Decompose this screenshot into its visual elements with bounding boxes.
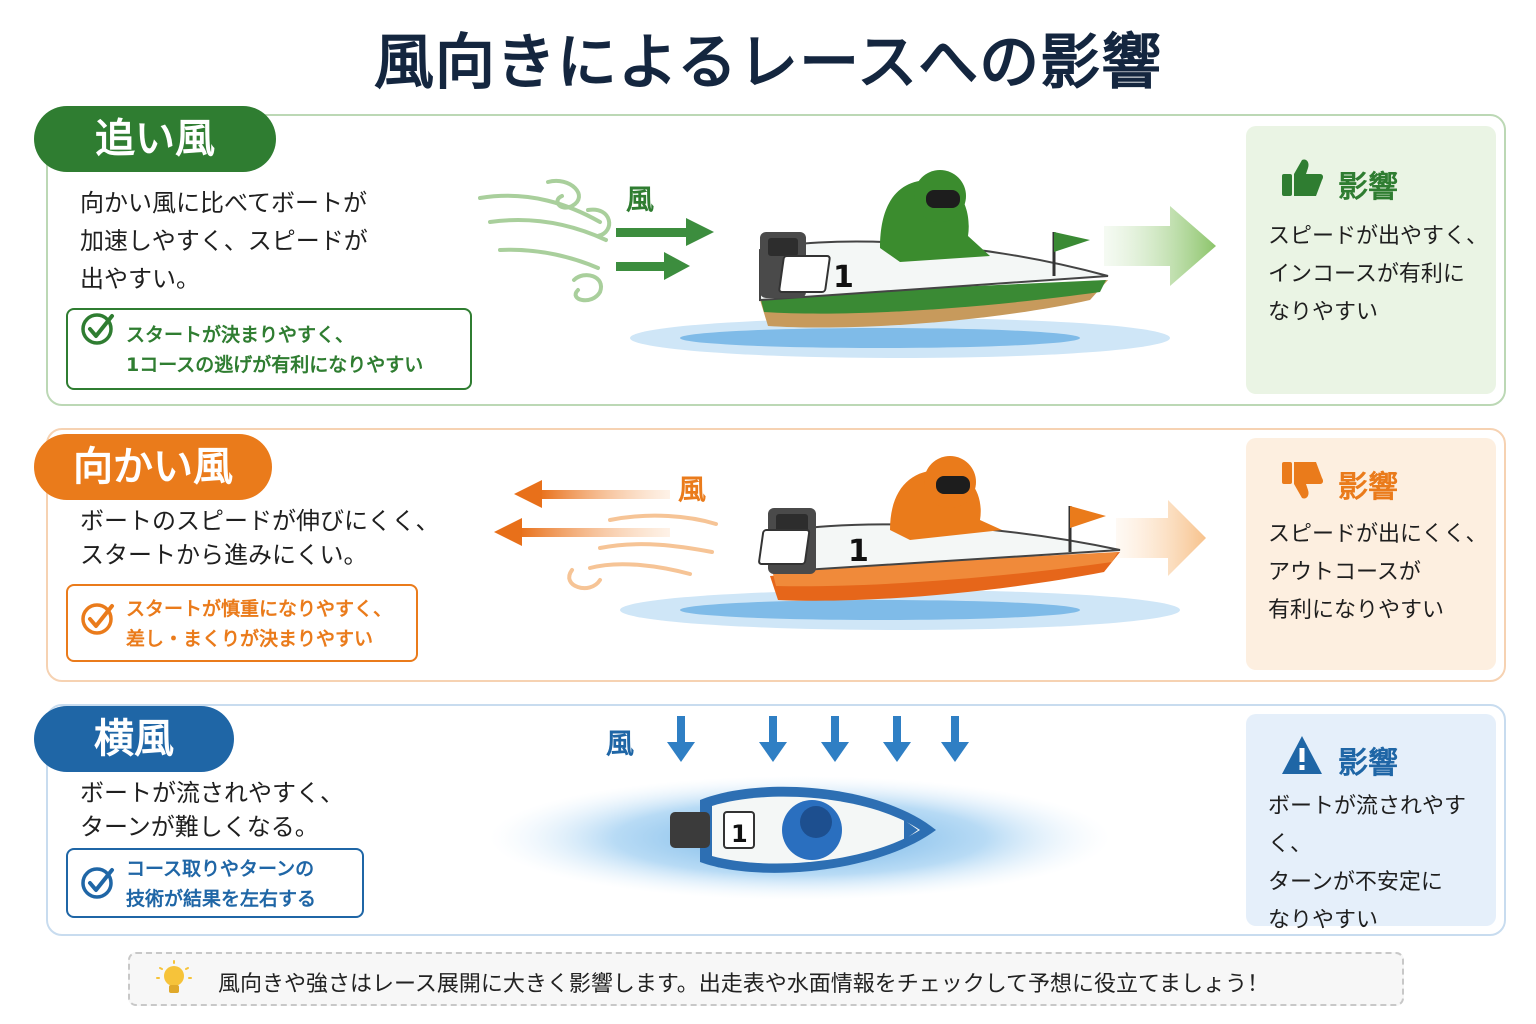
tailwind-effect-text: スピードが出やすく、 インコースが有利に なりやすい xyxy=(1268,224,1489,325)
tailwind-description: 向かい風に比べてボートが 加速しやすく、スピードが 出やすい。 xyxy=(80,189,368,293)
crosswind-description: ボートが流されやすく、 ターンが難しくなる。 xyxy=(80,779,344,841)
tip-text: 風向きや強さはレース展開に大きく影響します。出走表や水面情報をチェックして予想に… xyxy=(218,972,1269,997)
tailwind-check-box: スタートが決まりやすく、 1コースの逃げが有利になりやすい xyxy=(66,308,472,390)
headwind-check-text: スタートが慎重になりやすく、 差し・まくりが決まりやすい xyxy=(126,598,393,650)
headwind-tag: 向かい風 xyxy=(34,434,272,500)
crosswind-wind-label: 風 xyxy=(606,727,635,760)
tip-bar: 風向きや強さはレース展開に大きく影響します。出走表や水面情報をチェックして予想に… xyxy=(128,952,1404,1006)
warning-icon xyxy=(1282,736,1322,774)
check-circle-icon xyxy=(81,867,114,899)
crosswind-effect-text: ボートが流されやすく、 ターンが不安定に なりやすい xyxy=(1268,794,1467,933)
headwind-effect-panel: 影響 スピードが出にくく、 アウトコースが 有利になりやすい xyxy=(1246,438,1496,670)
crosswind-tag: 横風 xyxy=(34,706,234,772)
headwind-check-box: スタートが慎重になりやすく、 差し・まくりが決まりやすい xyxy=(66,584,418,662)
tailwind-check-text: スタートが決まりやすく、 1コースの逃げが有利になりやすい xyxy=(126,324,424,376)
section-tailwind xyxy=(46,114,1506,406)
check-circle-icon xyxy=(81,313,114,345)
crosswind-check-text: コース取りやターンの 技術が結果を左右する xyxy=(126,858,317,910)
check-circle-icon xyxy=(81,603,114,635)
tailwind-tag: 追い風 xyxy=(34,106,276,172)
section-headwind xyxy=(46,428,1506,682)
thumbs-up-icon xyxy=(1282,159,1324,196)
section-crosswind xyxy=(46,704,1506,936)
headwind-effect-title: 影響 xyxy=(1338,470,1398,505)
lightbulb-icon xyxy=(156,960,192,993)
page-title: 風向きによるレースへの影響 xyxy=(373,28,1163,98)
crosswind-effect-panel: 影響 ボートが流されやすく、 ターンが不安定に なりやすい xyxy=(1246,714,1496,933)
headwind-wind-label: 風 xyxy=(678,473,707,506)
crosswind-check-box: コース取りやターンの 技術が結果を左右する xyxy=(66,848,364,918)
headwind-effect-text: スピードが出にくく、 アウトコースが 有利になりやすい xyxy=(1268,522,1488,623)
thumbs-down-icon xyxy=(1282,462,1324,499)
tailwind-effect-panel: 影響 スピードが出やすく、 インコースが有利に なりやすい xyxy=(1246,126,1496,394)
tailwind-effect-title: 影響 xyxy=(1338,170,1398,205)
tailwind-wind-label: 風 xyxy=(626,183,655,216)
crosswind-effect-title: 影響 xyxy=(1338,746,1398,781)
headwind-description: ボートのスピードが伸びにくく、 スタートから進みにくい。 xyxy=(80,507,440,569)
